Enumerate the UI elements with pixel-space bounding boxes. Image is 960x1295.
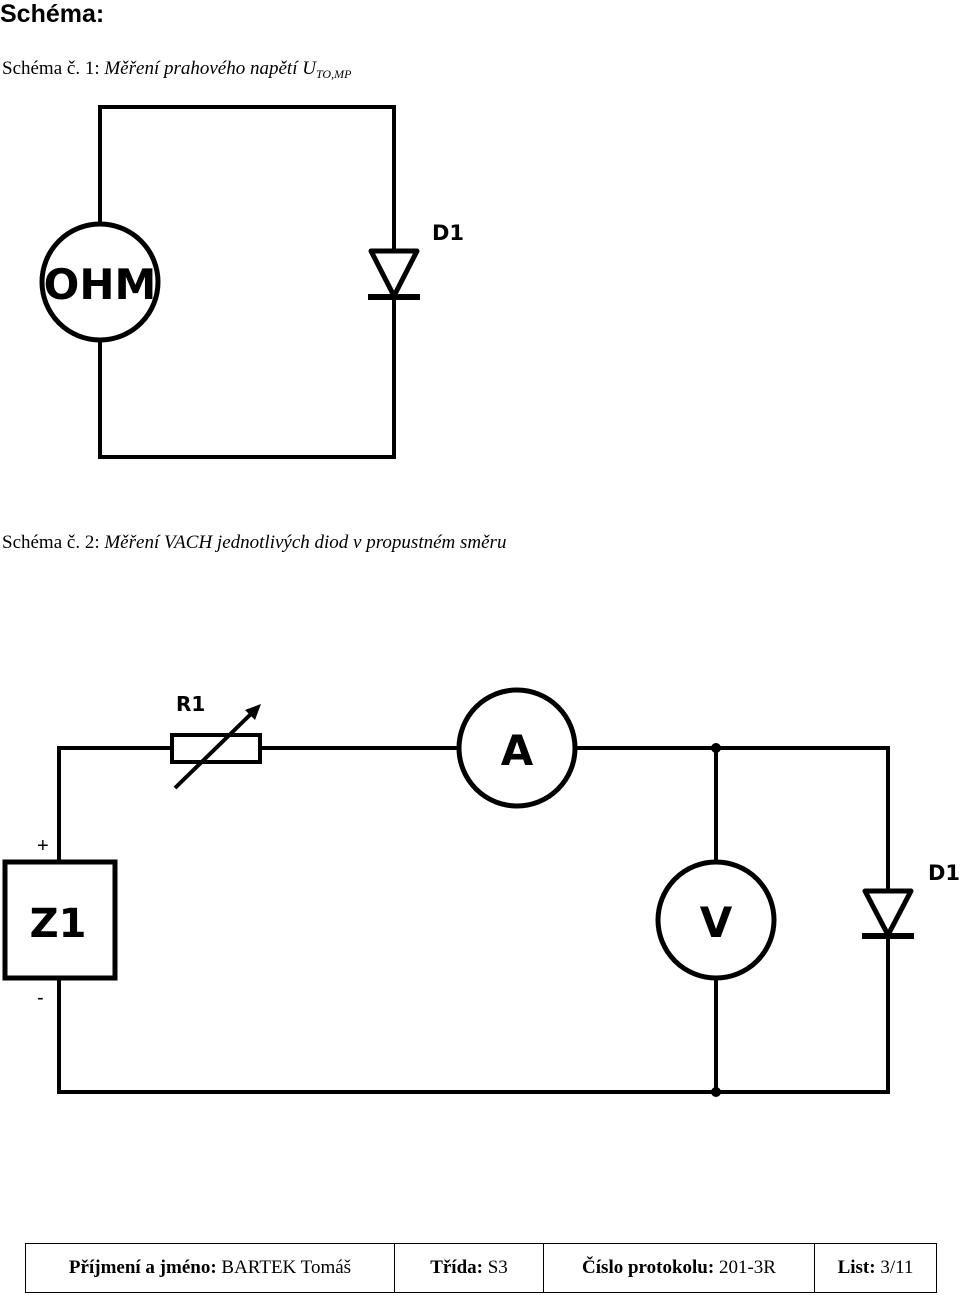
voltmeter-label: V <box>700 898 733 947</box>
footer-table: Příjmení a jméno: BARTEK Tomáš Třída: S3… <box>25 1243 937 1293</box>
footer-name-value: BARTEK Tomáš <box>221 1257 352 1278</box>
junction-bottom <box>711 1087 721 1097</box>
diode-symbol-1 <box>368 248 420 300</box>
ammeter-symbol: A <box>456 687 578 809</box>
voltmeter-symbol: V <box>655 859 777 981</box>
schema-1-wire-loop <box>98 105 396 252</box>
schema-1-title: Měření prahového napětí U <box>104 58 316 79</box>
schema-1-wire-bottom <box>98 296 396 459</box>
source-minus-sign: - <box>37 987 44 1009</box>
junction-top <box>711 743 721 753</box>
footer-class-cell: Třída: S3 <box>394 1243 544 1293</box>
source-z1-label: Z1 <box>30 901 87 947</box>
footer-class-value: S3 <box>487 1257 508 1278</box>
footer-name-label: Příjmení a jméno: <box>68 1257 217 1278</box>
diode-2-label: D1 <box>928 861 960 885</box>
page-heading: Schéma: <box>0 0 105 28</box>
resistor-r1-label: R1 <box>176 692 205 716</box>
source-z1-symbol: Z1 <box>2 859 118 981</box>
circuit-diagrams: OHM D1 R1 A V <box>2 105 960 1097</box>
footer-sheet-value: 3/11 <box>880 1257 914 1278</box>
schema-1-circuit: OHM D1 <box>39 105 464 459</box>
ohmmeter-symbol: OHM <box>39 221 161 343</box>
schema-2-circuit: R1 A V Z1 + - D1 <box>2 687 960 1097</box>
footer-sheet-cell: List: 3/11 <box>814 1243 937 1293</box>
schema-1-subscript: TO,MP <box>315 67 352 81</box>
source-plus-sign: + <box>37 835 49 857</box>
footer-protocol-cell: Číslo protokolu: 201-3R <box>543 1243 815 1293</box>
ammeter-label: A <box>501 726 534 775</box>
schema-2-caption: Schéma č. 2: Měření VACH jednotlivých di… <box>2 532 506 554</box>
resistor-r1-symbol <box>170 704 262 790</box>
schema-1-caption: Schéma č. 1: Měření prahového napětí UTO… <box>2 58 351 82</box>
wire-top-right <box>573 746 890 892</box>
footer-class-label: Třída: <box>430 1257 483 1278</box>
footer-name-cell: Příjmení a jméno: BARTEK Tomáš <box>25 1243 395 1293</box>
schema-1-prefix: Schéma č. 1: <box>2 58 105 79</box>
footer-sheet-label: List: <box>837 1257 876 1278</box>
schema-2-prefix: Schéma č. 2: <box>2 532 105 553</box>
wire-bottom <box>57 936 890 1094</box>
footer-protocol-value: 201-3R <box>718 1257 776 1278</box>
diode-1-label: D1 <box>432 221 464 245</box>
schema-2-title: Měření VACH jednotlivých diod v propustn… <box>104 532 507 553</box>
footer-protocol-label: Číslo protokolu: <box>582 1257 715 1278</box>
diode-symbol-2 <box>862 888 914 939</box>
ohmmeter-label: OHM <box>44 260 157 309</box>
wire-top-left <box>57 746 174 864</box>
